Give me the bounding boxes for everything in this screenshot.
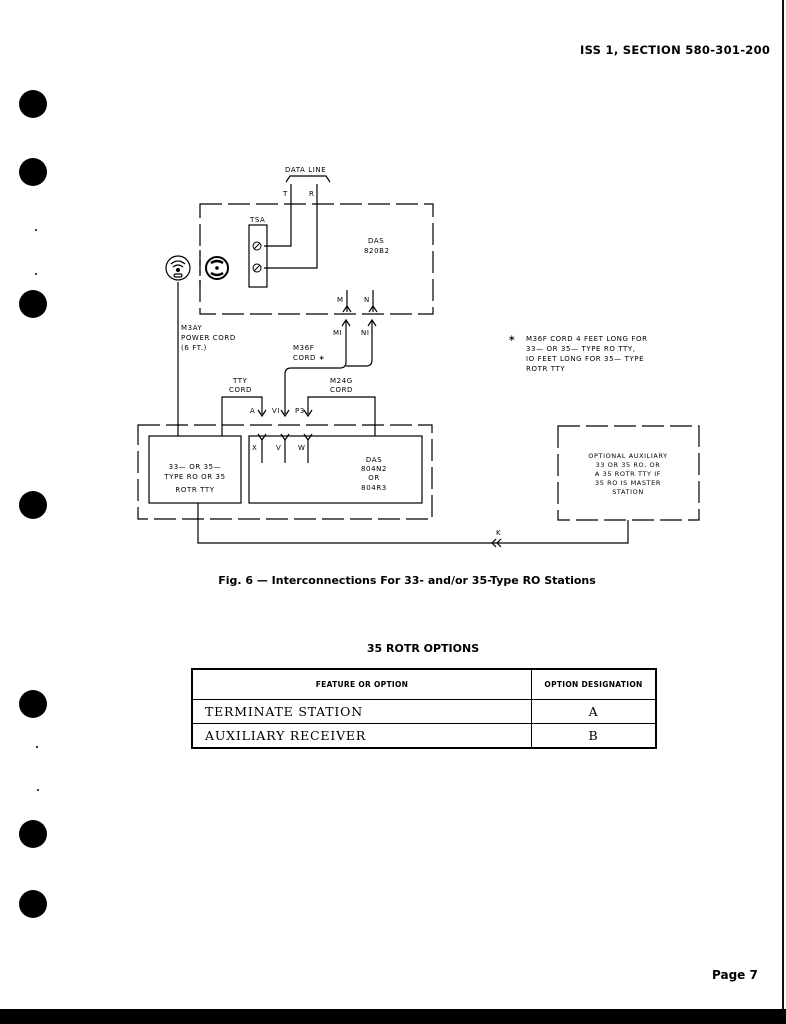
tty-box-line1: 33— OR 35—: [169, 463, 222, 471]
v1-arrow: [280, 409, 290, 418]
m-label: M: [337, 296, 344, 304]
tsa-label: TSA: [249, 216, 265, 224]
m-connector: [342, 304, 352, 313]
data-line-bracket: [285, 175, 331, 183]
aux-box-line4: 35 RO IS MASTER: [595, 479, 661, 487]
footnote-line1: M36F CORD 4 FEET LONG FOR: [526, 335, 648, 343]
v1-label: VI: [272, 407, 280, 415]
figure-caption: Fig. 6 — Interconnections For 33- and/or…: [218, 574, 596, 587]
aux-station-box: [557, 425, 700, 521]
designation-cell: A: [531, 699, 657, 724]
das-bottom-line2: 804N2: [361, 465, 387, 473]
section-reference: ISS 1, SECTION 580-301-200: [580, 43, 771, 57]
m36f-line2: CORD ∗: [293, 354, 325, 362]
m36f-line1: M36F: [293, 344, 314, 352]
das-bottom-line3: OR: [368, 474, 380, 482]
feature-cell: TERMINATE STATION: [191, 699, 532, 724]
p3-label: P3: [295, 407, 305, 415]
tty-cord-line2: CORD: [229, 386, 252, 394]
aux-box-line1: OPTIONAL AUXILIARY: [588, 452, 667, 460]
page-edge: [782, 0, 784, 1010]
table-row: TERMINATE STATION A: [191, 699, 657, 724]
footnote-line3: IO FEET LONG FOR 35— TYPE: [526, 355, 644, 363]
power-cord-line3: (6 FT.): [181, 344, 207, 352]
tty-box-line2: TYPE RO OR 35: [163, 473, 225, 481]
tty-cord: [221, 396, 263, 436]
k-connector: [491, 538, 502, 548]
w-connector: [303, 433, 313, 463]
n-label: N: [364, 296, 370, 304]
binder-hole: [19, 890, 47, 918]
power-cord-line2: POWER CORD: [181, 334, 236, 342]
speck: [37, 789, 39, 791]
das-bottom-line1: DAS: [366, 456, 382, 464]
footnote-marker: ∗: [508, 334, 516, 344]
n1-label: NI: [361, 329, 370, 337]
tsa-block: [248, 224, 268, 288]
tty-box-line3: ROTR TTY: [175, 486, 214, 494]
t-wire: [264, 184, 292, 247]
binder-hole: [19, 690, 47, 718]
m24g-line2: CORD: [330, 386, 353, 394]
p3-arrow: [303, 409, 313, 418]
designation-cell: B: [531, 723, 657, 749]
power-cord-line1: M3AY: [181, 324, 203, 332]
binder-hole: [19, 290, 47, 318]
m1-label: MI: [333, 329, 342, 337]
tty-cord-line1: TTY: [232, 377, 248, 385]
a-label: A: [250, 407, 255, 415]
x-label: X: [252, 444, 257, 452]
r-label: R: [309, 190, 314, 198]
binder-hole: [19, 820, 47, 848]
das-top-line1: DAS: [368, 237, 384, 245]
plug-icon: [205, 256, 229, 280]
speck: [36, 746, 38, 748]
interconnection-diagram: DATA LINE T R TSA DAS 820B2 M N MI NI M3…: [137, 166, 700, 548]
table-title: 35 ROTR OPTIONS: [366, 642, 480, 655]
footnote-line4: ROTR TTY: [526, 365, 565, 373]
feature-cell: AUXILIARY RECEIVER: [191, 723, 532, 749]
m24g-cord: [307, 396, 376, 436]
aux-box-line5: STATION: [612, 488, 644, 496]
aux-box-line2: 33 OR 35 RO, OR: [596, 461, 661, 469]
das-bottom-line4: 804R3: [361, 484, 387, 492]
binder-hole: [19, 158, 47, 186]
options-table: FEATURE OR OPTION OPTION DESIGNATION TER…: [191, 668, 657, 749]
aux-box-line3: A 35 ROTR TTY IF: [595, 470, 661, 478]
data-line-label: DATA LINE: [285, 166, 326, 174]
header-feature: FEATURE OR OPTION: [191, 668, 532, 700]
speck: [35, 229, 37, 231]
scan-bottom-edge: [0, 1009, 786, 1024]
table-row: AUXILIARY RECEIVER B: [191, 723, 657, 749]
das-804-box: [248, 435, 423, 504]
r-wire: [264, 184, 318, 269]
m24g-line1: M24G: [330, 377, 353, 385]
m36f-cord-n1: [346, 320, 373, 367]
page-number: Page 7: [712, 968, 758, 982]
a-arrow: [257, 409, 267, 418]
header-designation: OPTION DESIGNATION: [531, 668, 657, 700]
outlet-icon: [165, 255, 191, 281]
k-label: K: [496, 529, 501, 537]
binder-hole: [19, 90, 47, 118]
m36f-cord-m1: [284, 320, 347, 414]
t-label: T: [282, 190, 288, 198]
binder-hole: [19, 491, 47, 519]
x-connector: [257, 433, 267, 463]
v-label: V: [276, 444, 281, 452]
v-connector: [280, 433, 290, 463]
das-top-line2: 820B2: [364, 247, 390, 255]
table-header-row: FEATURE OR OPTION OPTION DESIGNATION: [191, 668, 657, 700]
tsa-terminal-icon: [252, 241, 262, 273]
footnote-line2: 33— OR 35— TYPE RO TTY,: [526, 345, 636, 353]
w-label: W: [298, 444, 306, 452]
n-connector: [368, 304, 378, 313]
station-outer-box: [137, 424, 433, 520]
tty-box: [148, 435, 242, 504]
speck: [35, 273, 37, 275]
k-line: [197, 503, 629, 544]
